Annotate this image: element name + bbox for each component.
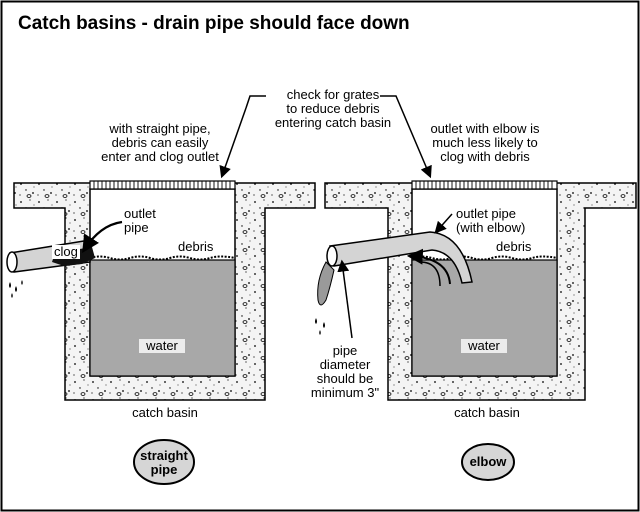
right-basin-label: catch basin [454, 405, 520, 420]
right-note-arrow [380, 95, 432, 179]
pipe-note-line-4: minimum 3" [310, 385, 380, 400]
left-note-line-3: enter and clog outlet [101, 149, 219, 164]
left-grate [89, 180, 236, 190]
pipe-note-line-1: pipe [332, 343, 358, 358]
left-outlet-label: outlet pipe [124, 207, 156, 235]
right-grate [411, 180, 558, 190]
right-outlet-label-line-2: (with elbow) [456, 220, 526, 235]
right-note-line-3: clog with debris [440, 149, 530, 164]
left-note-line-2: debris can easily [111, 135, 209, 150]
pipe-note-line-3: should be [316, 371, 374, 386]
left-outlet-label-line-2: pipe [124, 220, 149, 235]
right-water-label: water [461, 339, 507, 353]
right-outlet-label: outlet pipe (with elbow) [456, 207, 525, 235]
left-outlet-label-line-1: outlet [124, 206, 156, 221]
pipe-diameter-note: pipe diameter should be minimum 3" [300, 344, 390, 400]
right-debris-layer [411, 255, 558, 261]
right-elbow-pipe [329, 231, 473, 284]
pipe-note-line-2: diameter [319, 357, 371, 372]
left-note-line-1: with straight pipe, [109, 121, 211, 136]
left-water [89, 259, 236, 377]
right-water [411, 259, 558, 377]
left-pipe-mouth [6, 251, 18, 273]
right-note-line-2: much less likely to [432, 135, 538, 150]
straight-pipe-badge-label: straight pipe [134, 449, 194, 477]
left-water-label: water [139, 339, 185, 353]
straight-pipe-badge [133, 439, 195, 485]
left-outlet-arrow [82, 220, 123, 253]
grate-note: check for grates to reduce debris enteri… [258, 88, 408, 130]
right-drips [315, 318, 325, 335]
right-flow-arrow-2 [419, 261, 441, 287]
left-debris-layer [89, 255, 236, 261]
left-note: with straight pipe, debris can easily en… [85, 122, 235, 164]
elbow-badge-label: elbow [469, 454, 507, 469]
page-title: Catch basins - drain pipe should face do… [18, 13, 410, 34]
grate-note-leader-left [245, 95, 266, 109]
clog-label: clog [52, 244, 80, 259]
straight-pipe-badge-line-1: straight [140, 448, 188, 463]
left-debris-label: debris [178, 239, 214, 254]
right-pipe-mouth [326, 245, 338, 267]
right-outflow [317, 261, 335, 306]
right-note-line-1: outlet with elbow is [430, 121, 540, 136]
right-debris-label: debris [496, 239, 532, 254]
left-basin-label: catch basin [132, 405, 198, 420]
straight-pipe-badge-line-2: pipe [150, 462, 178, 477]
left-note-arrow [219, 107, 247, 179]
elbow-badge [461, 443, 515, 481]
grate-note-line-3: entering catch basin [274, 115, 392, 130]
right-flow-arrow-1 [406, 248, 451, 285]
right-outlet-arrow [434, 213, 453, 234]
right-pipe-note-arrow [337, 259, 353, 339]
grate-note-line-1: check for grates [286, 87, 380, 102]
grate-note-line-2: to reduce debris [286, 101, 380, 116]
left-drips [9, 280, 23, 298]
right-outlet-label-line-1: outlet pipe [456, 206, 516, 221]
left-catch-basin [6, 107, 316, 401]
right-note: outlet with elbow is much less likely to… [405, 122, 565, 164]
